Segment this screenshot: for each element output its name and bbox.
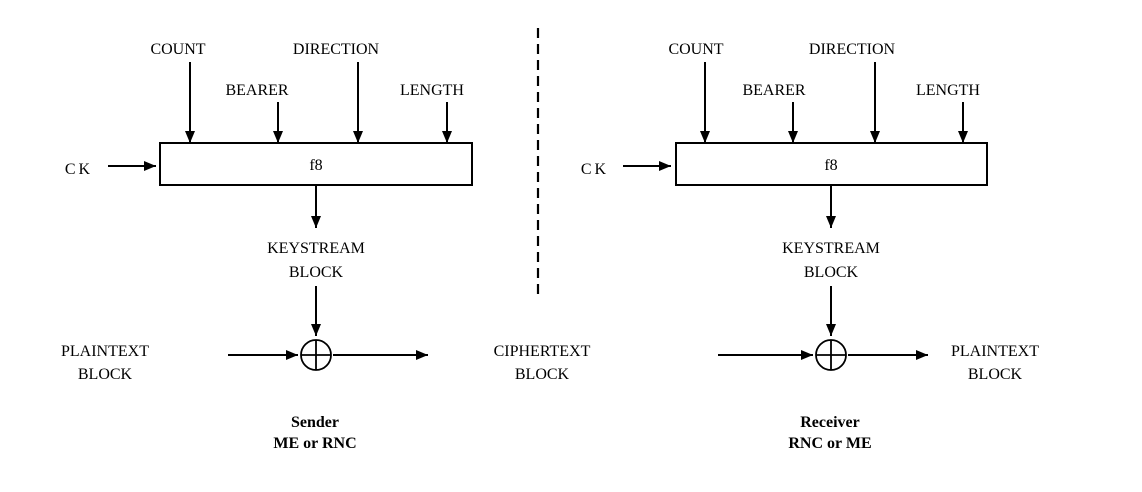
- keystream-label-line1: KEYSTREAM: [267, 240, 365, 257]
- middle-section: CIPHERTEXT BLOCK: [494, 28, 591, 383]
- sender-caption-line2: ME or RNC: [273, 435, 356, 452]
- plaintext-label-line1: PLAINTEXT: [61, 343, 149, 360]
- receiver-caption-line1: Receiver: [800, 414, 860, 431]
- ck-label: CK: [581, 161, 609, 178]
- length-label: LENGTH: [916, 82, 980, 99]
- plaintext-label-line2: BLOCK: [78, 366, 133, 383]
- count-label: COUNT: [668, 41, 723, 58]
- f8-box-label: f8: [309, 157, 322, 174]
- keystream-label-line2: BLOCK: [289, 264, 344, 281]
- ciphertext-label-line1: CIPHERTEXT: [494, 343, 591, 360]
- bearer-label: BEARER: [225, 82, 288, 99]
- receiver-caption-line2: RNC or ME: [788, 435, 871, 452]
- ck-label: CK: [65, 161, 93, 178]
- f8-box-label: f8: [824, 157, 837, 174]
- direction-label: DIRECTION: [809, 41, 896, 58]
- count-label: COUNT: [150, 41, 205, 58]
- bearer-label: BEARER: [742, 82, 805, 99]
- ciphertext-label-line2: BLOCK: [515, 366, 570, 383]
- direction-label: DIRECTION: [293, 41, 380, 58]
- plaintext-label-line2: BLOCK: [968, 366, 1023, 383]
- length-label: LENGTH: [400, 82, 464, 99]
- keystream-label-line1: KEYSTREAM: [782, 240, 880, 257]
- sender-caption-line1: Sender: [291, 414, 339, 431]
- keystream-label-line2: BLOCK: [804, 264, 859, 281]
- receiver-half: COUNT DIRECTION BEARER LENGTH CK f8 KEYS…: [581, 41, 1039, 452]
- plaintext-label-line1: PLAINTEXT: [951, 343, 1039, 360]
- sender-half: COUNT DIRECTION BEARER LENGTH CK f8 KEYS…: [61, 41, 473, 452]
